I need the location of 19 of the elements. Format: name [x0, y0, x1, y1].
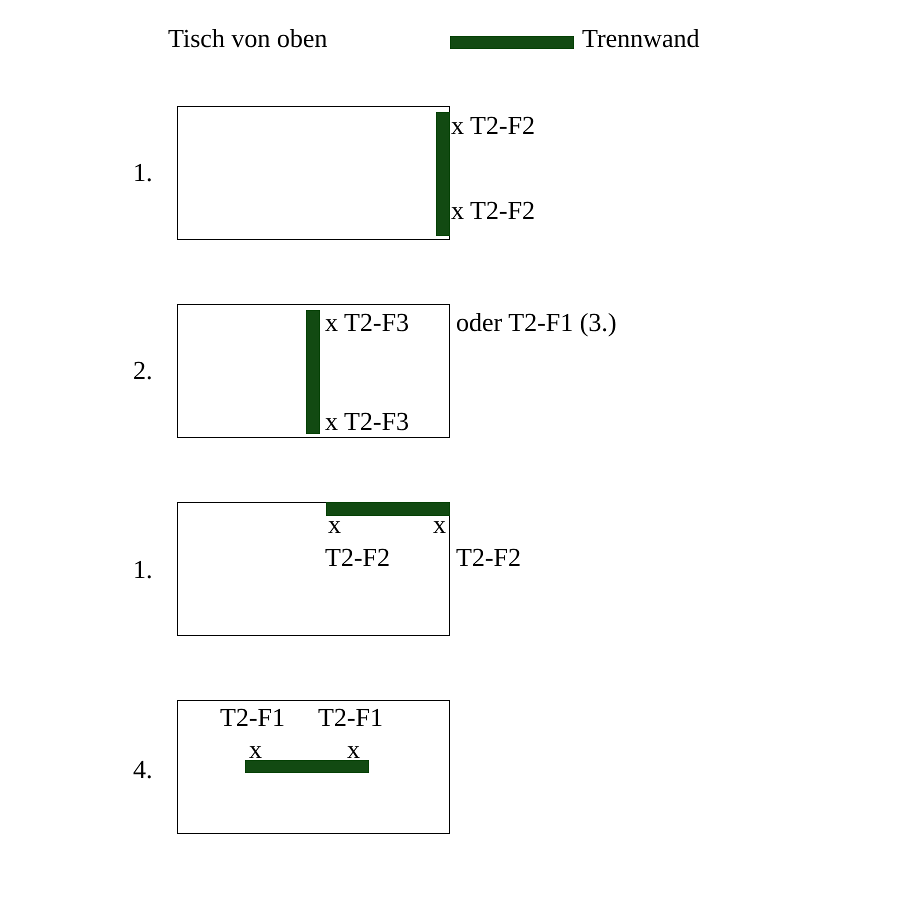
step-number: 1. [133, 557, 152, 583]
position-label: x [328, 512, 341, 538]
position-label: x [433, 512, 446, 538]
step-number: 2. [133, 358, 152, 384]
position-label: x T2-F3 [325, 409, 410, 435]
step-number: 4. [133, 757, 152, 783]
position-label: T2-F1 [318, 705, 383, 731]
position-label: x T2-F2 [451, 113, 536, 139]
position-label: T2-F2 [325, 545, 390, 571]
position-label: x T2-F2 [451, 198, 536, 224]
position-label: x T2-F3 [325, 310, 410, 336]
position-label: T2-F2 [456, 545, 521, 571]
heading-text: Tisch von oben [168, 26, 328, 52]
position-label: T2-F1 [220, 705, 285, 731]
position-label: x [249, 737, 262, 763]
position-label: x [347, 737, 360, 763]
position-label: oder T2-F1 (3.) [456, 310, 617, 336]
step-number: 1. [133, 160, 152, 186]
legend-label: Trennwand [582, 26, 700, 52]
